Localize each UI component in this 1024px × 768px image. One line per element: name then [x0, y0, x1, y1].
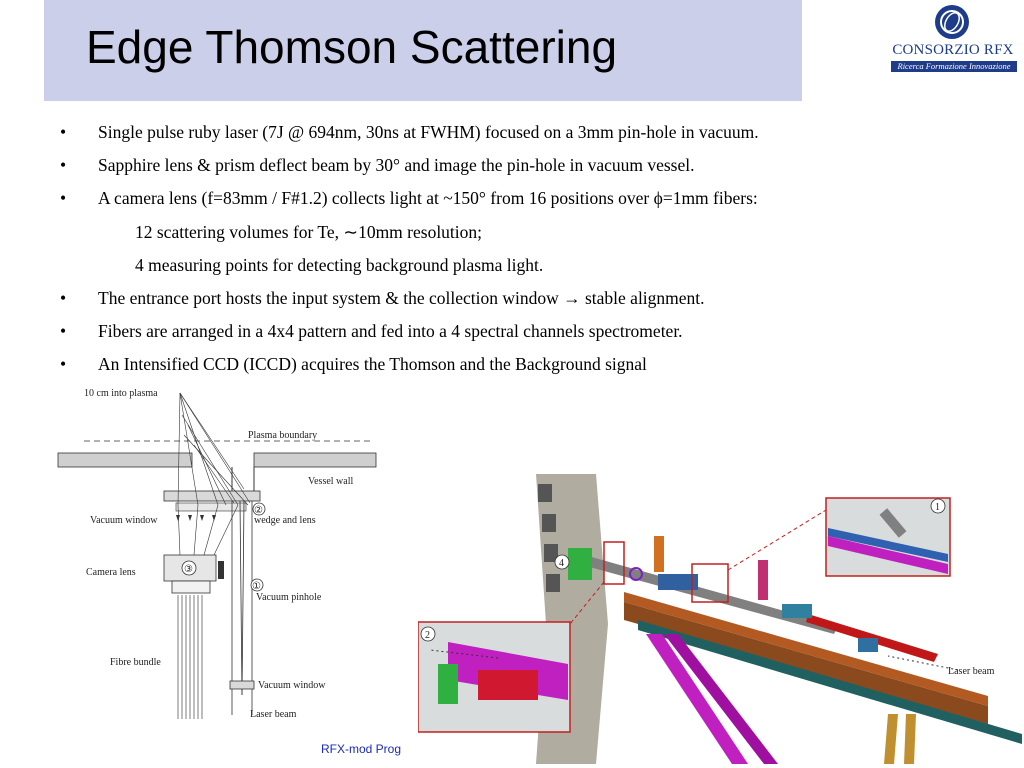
bullet-marker: •	[60, 321, 67, 341]
callout-1: 1	[935, 502, 940, 513]
label-into-plasma: 10 cm into plasma	[84, 388, 158, 399]
label-wedge-lens: wedge and lens	[254, 515, 316, 526]
bullet-text-camera: A camera lens (f=83mm / F#1.2) collects …	[98, 188, 758, 208]
bullet-text-entrance: The entrance port hosts the input system…	[98, 288, 705, 308]
bullet-marker: •	[60, 122, 67, 142]
label-vessel-wall: Vessel wall	[308, 476, 353, 487]
bullet-marker: •	[60, 188, 67, 208]
label-vacuum-pinhole: Vacuum pinhole	[256, 592, 322, 603]
marker-2: ②	[254, 505, 263, 516]
bullet-text-iccd: An Intensified CCD (ICCD) acquires the T…	[98, 354, 647, 374]
slide-title: Edge Thomson Scattering	[86, 21, 618, 73]
footer-text: RFX-mod Prog	[321, 742, 402, 756]
logo-emblem-icon	[935, 5, 969, 39]
optical-schematic-diagram: ② ③ ① 10 cm into plasma Plasma boundary …	[54, 385, 380, 723]
bullet-marker: •	[60, 288, 67, 308]
consorzio-rfx-logo: CONSORZIO RFX Ricerca Formazione Innovaz…	[888, 4, 1018, 72]
bullet-text-fibers: Fibers are arranged in a 4x4 pattern and…	[98, 321, 683, 341]
sub-item-scattering: 12 scattering volumes for Te, ∼10mm reso…	[135, 222, 483, 242]
label-vacuum-window-bottom: Vacuum window	[258, 680, 326, 691]
label-plasma-boundary: Plasma boundary	[248, 430, 317, 441]
label-camera-lens: Camera lens	[86, 567, 136, 578]
label-vacuum-window-top: Vacuum window	[90, 515, 158, 526]
bullet-marker: •	[60, 354, 67, 374]
label-laser-beam-3d: Laser beam	[948, 666, 995, 677]
bullet-marker: •	[60, 155, 67, 175]
logo-text: CONSORZIO RFX	[892, 42, 1014, 58]
label-fibre-bundle: Fibre bundle	[110, 657, 161, 668]
callout-2: 2	[425, 630, 430, 641]
3d-assembly-rendering: 1 2 4 Laser beam	[418, 474, 1022, 764]
logo-tagline: Ricerca Formazione Innovazione	[891, 61, 1017, 72]
marker-1: ①	[252, 581, 261, 592]
bullet-text-laser: Single pulse ruby laser (7J @ 694nm, 30n…	[98, 122, 759, 142]
label-laser-beam: Laser beam	[250, 709, 297, 720]
sub-item-background: 4 measuring points for detecting backgro…	[135, 255, 544, 275]
callout-4: 4	[559, 558, 564, 569]
title-banner	[44, 0, 802, 101]
marker-3: ③	[184, 564, 193, 575]
bullet-text-sapphire: Sapphire lens & prism deflect beam by 30…	[98, 155, 695, 175]
